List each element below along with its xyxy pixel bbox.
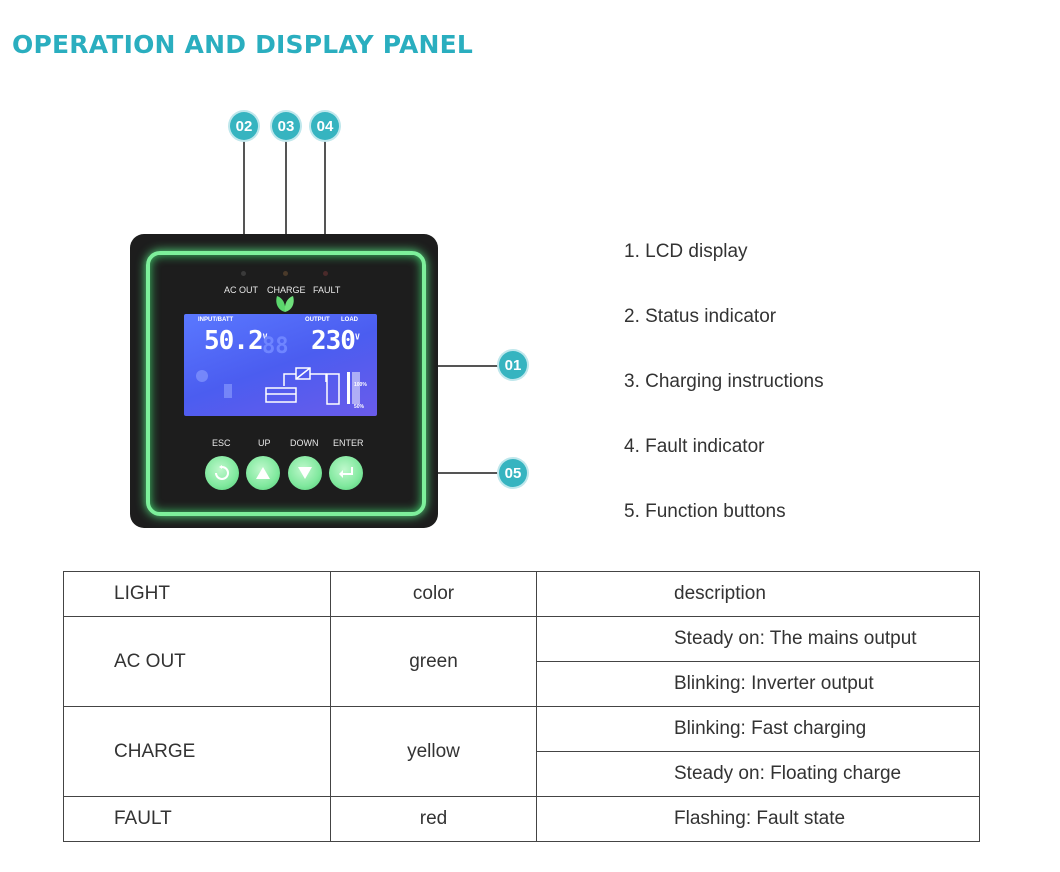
callout-line-03 (285, 140, 287, 272)
indicator-light-table: LIGHT color description AC OUT green Ste… (63, 571, 980, 842)
control-panel-device: AC OUT CHARGE FAULT INPUT/BATT OUTPUT LO… (130, 234, 438, 528)
callout-01-badge: 01 (499, 351, 527, 379)
triangle-up-icon (256, 467, 270, 479)
table-row: FAULT red Flashing: Fault state (63, 796, 980, 842)
callout-04-badge: 04 (311, 112, 339, 140)
lcd-input-value: 50.2V (204, 326, 267, 356)
table-row: Steady on: Floating charge (64, 751, 980, 797)
legend-item-3: 3. Charging instructions (624, 371, 824, 392)
return-arrow-icon (215, 465, 229, 480)
row-color-cell: red (330, 796, 537, 842)
charge-label: CHARGE (267, 285, 306, 295)
fault-led (323, 271, 328, 276)
legend-item-2: 2. Status indicator (624, 306, 777, 327)
row-description-cell: Flashing: Fault state (536, 796, 980, 842)
callout-line-04 (324, 140, 326, 270)
header-light: LIGHT (63, 571, 331, 617)
page-title: OPERATION AND DISPLAY PANEL (12, 30, 474, 59)
callout-line-02 (243, 140, 245, 270)
row-description-cell: Blinking: Inverter output (536, 661, 980, 707)
panel-bezel-glow (146, 251, 426, 516)
down-label: DOWN (290, 438, 319, 448)
callout-03-badge: 03 (272, 112, 300, 140)
enter-label: ENTER (333, 438, 364, 448)
table-row: AC OUT green Steady on: The mains output (63, 616, 980, 707)
table-row: Blinking: Inverter output (64, 661, 980, 707)
callout-02-badge: 02 (230, 112, 258, 140)
enter-arrow-icon (339, 467, 353, 478)
esc-label: ESC (212, 438, 231, 448)
table-row: CHARGE yellow Blinking: Fast charging (63, 706, 980, 797)
row-light-cell: AC OUT (63, 616, 331, 707)
row-color-cell: yellow (330, 706, 537, 797)
header-description: description (536, 571, 980, 617)
triangle-down-icon (298, 467, 312, 479)
header-color: color (330, 571, 537, 617)
ac-out-led (241, 271, 246, 276)
leaf-icon (276, 296, 294, 312)
lcd-flow-diagram-icon (196, 367, 360, 405)
lcd-ghost-digits: 88 (262, 334, 289, 359)
callout-05-badge: 05 (499, 459, 527, 487)
esc-button[interactable] (205, 456, 239, 490)
enter-button[interactable] (329, 456, 363, 490)
row-light-cell: CHARGE (63, 706, 331, 797)
legend-item-1: 1. LCD display (624, 241, 748, 262)
down-button[interactable] (288, 456, 322, 490)
lcd-input-batt-label: INPUT/BATT (198, 317, 234, 323)
table-header-row: LIGHT color description (63, 571, 980, 617)
row-description-cell: Steady on: Floating charge (536, 751, 980, 797)
ac-out-label: AC OUT (224, 285, 259, 295)
legend-item-5: 5. Function buttons (624, 501, 786, 522)
lcd-display: INPUT/BATT OUTPUT LOAD 50.2V 88 230V (184, 314, 377, 416)
legend-item-4: 4. Fault indicator (624, 436, 765, 457)
fault-label: FAULT (313, 285, 341, 295)
row-description-cell: Blinking: Fast charging (536, 706, 980, 752)
lcd-output-label: OUTPUT (305, 317, 330, 323)
row-description-cell: Steady on: The mains output (536, 616, 980, 662)
up-label: UP (258, 438, 271, 448)
lcd-pct-bottom: 50% (354, 404, 365, 410)
lcd-load-label: LOAD (341, 317, 358, 323)
row-light-cell: FAULT (63, 796, 331, 842)
row-color-cell: green (330, 616, 537, 707)
lcd-pct-top: 100% (354, 382, 367, 388)
charge-led (283, 271, 288, 276)
lcd-output-value: 230V (311, 326, 360, 356)
up-button[interactable] (246, 456, 280, 490)
